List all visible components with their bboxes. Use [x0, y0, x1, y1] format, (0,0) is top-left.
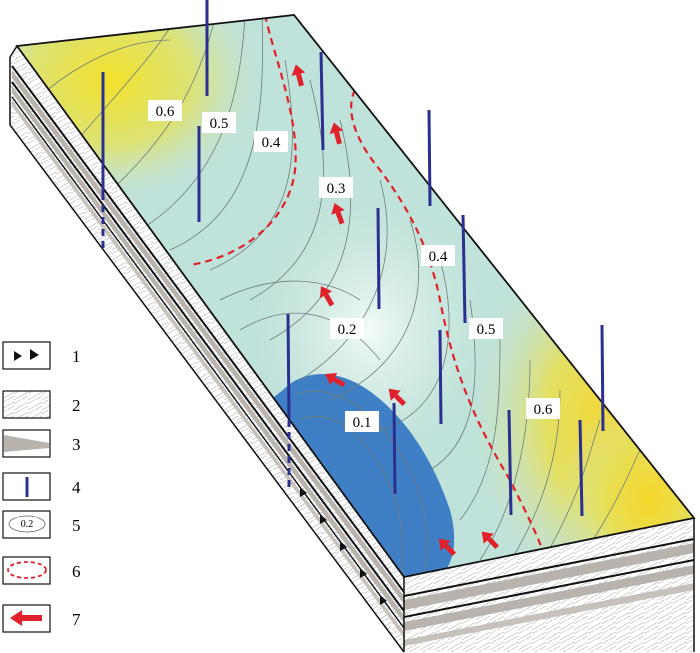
legend-number: 5 [72, 516, 81, 535]
flow-arrow-icon [10, 610, 42, 626]
wells [101, 0, 605, 517]
contour-label: 0.5 [210, 116, 229, 132]
contour-label: 0.6 [156, 104, 175, 120]
contour-label: 0.5 [477, 322, 496, 338]
boundary-dashed-east [350, 89, 550, 566]
contour-sample-label: 0.2 [21, 519, 34, 530]
flow-arrow-icon [291, 64, 306, 87]
contour-label: 0.6 [534, 402, 553, 418]
contour-ellipse-icon [8, 515, 46, 533]
flow-arrows [291, 64, 500, 557]
contour-label: 0.4 [429, 249, 448, 265]
legend-number: 4 [72, 478, 81, 497]
legend-number: 7 [72, 610, 81, 629]
fault-triangles-icon [14, 349, 39, 361]
flow-arrow-icon [331, 202, 345, 225]
contour-lines [17, 15, 641, 577]
boundary-dashed-west [189, 15, 297, 267]
fault-triangles [300, 487, 387, 605]
contour-label: 0.4 [262, 135, 281, 151]
flow-arrow-icon [329, 122, 344, 145]
legend-number: 1 [72, 347, 81, 366]
legend: 1 2 3 4 0.2 5 6 7 [2, 341, 81, 633]
left-side-strata [10, 46, 404, 652]
low-value-zone [270, 374, 455, 577]
legend-number: 3 [72, 435, 81, 454]
flow-arrow-icon [438, 538, 457, 557]
front-strata [404, 518, 694, 652]
contour-label: 0.1 [353, 415, 372, 431]
crosshatch-rock-icon [2, 390, 51, 419]
dashed-boundary-icon [7, 561, 47, 579]
flow-arrow-icon [325, 372, 346, 388]
contour-label: 0.2 [338, 322, 357, 338]
legend-number: 2 [72, 396, 81, 415]
legend-number: 6 [72, 562, 81, 581]
wedge-layer-icon [4, 435, 49, 452]
contour-label-boxes: 0.6 0.5 0.4 0.3 0.4 0.2 0.5 0.1 0.6 [148, 100, 560, 432]
flow-arrow-icon [319, 286, 335, 307]
flow-arrow-icon [388, 388, 407, 407]
contour-label: 0.3 [327, 181, 346, 197]
flow-arrow-icon [481, 531, 500, 550]
